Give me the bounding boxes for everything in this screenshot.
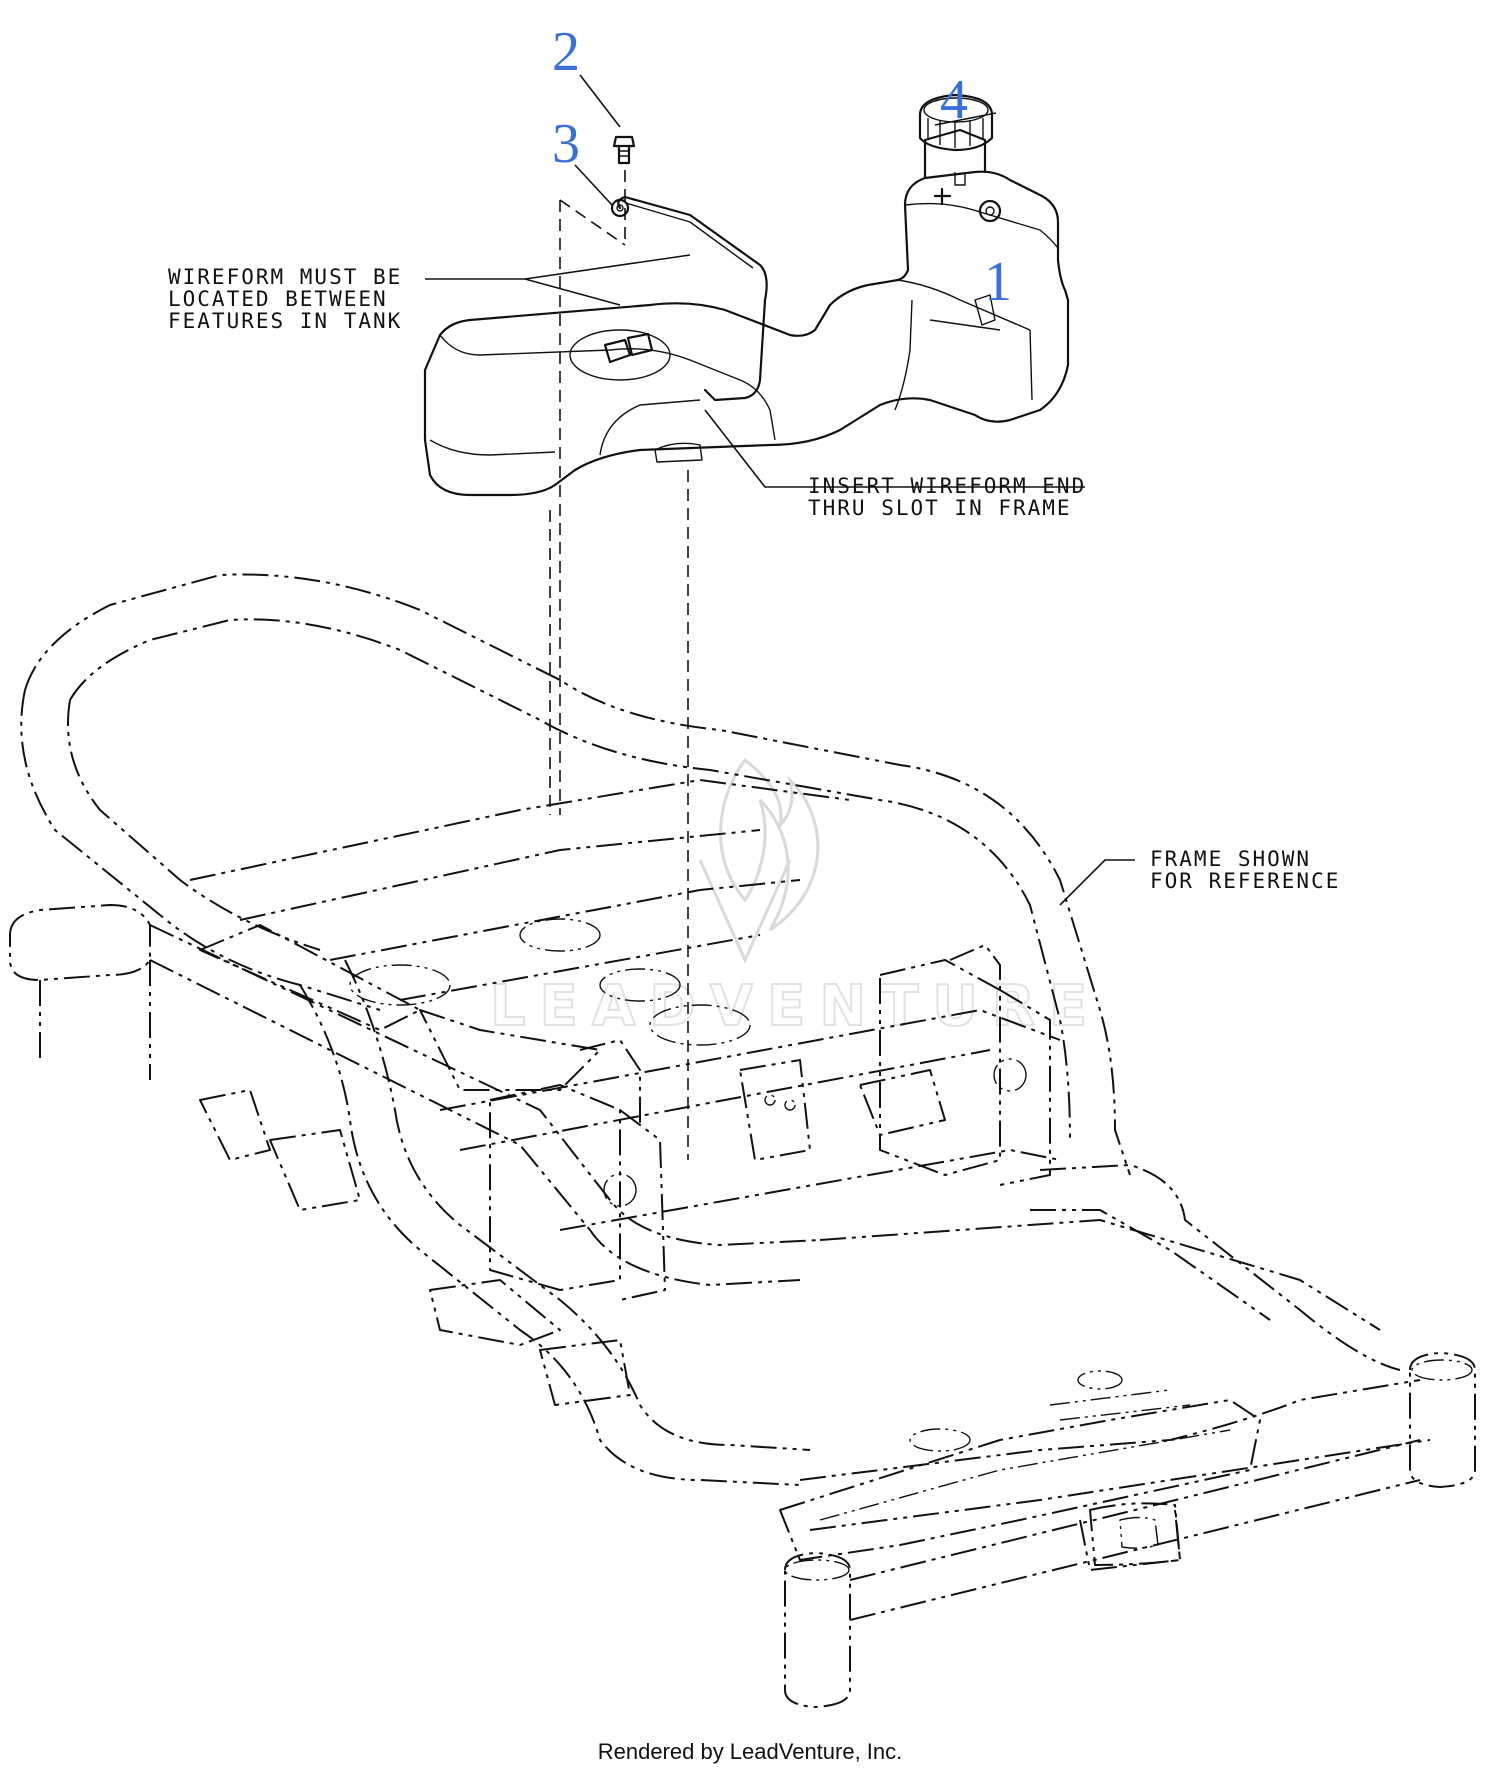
callout-2: 2 [552, 21, 580, 83]
note-wireform-line-2: LOCATED BETWEEN [168, 287, 388, 311]
callout-1: 1 [984, 251, 1012, 313]
screw [612, 135, 636, 165]
callout-3: 3 [552, 113, 580, 175]
watermark-text: LEADVENTURE [490, 974, 1101, 1039]
note-wireform-line-1: WIREFORM MUST BE [168, 265, 402, 289]
footer-credit: Rendered by LeadVenture, Inc. [598, 1739, 903, 1764]
note-insert-line-1: INSERT WIREFORM END [808, 474, 1086, 498]
assembly-guide-lines [549, 170, 689, 1160]
mower-frame [9, 573, 1476, 1708]
note-frame-line-2: FOR REFERENCE [1150, 869, 1340, 893]
callout-4: 4 [940, 69, 968, 131]
note-wireform-line-3: FEATURES IN TANK [168, 309, 402, 333]
wireform [610, 195, 768, 402]
note-wireform-located: WIREFORM MUST BE LOCATED BETWEEN FEATURE… [168, 265, 402, 333]
note-insert-wireform: INSERT WIREFORM END THRU SLOT IN FRAME [808, 474, 1086, 520]
fuel-tank [423, 93, 1070, 497]
note-frame-reference: FRAME SHOWN FOR REFERENCE [1150, 847, 1340, 893]
leader-lines [425, 74, 1135, 906]
leadventure-watermark-logo: LEADVENTURE [489, 757, 1101, 1040]
note-insert-line-2: THRU SLOT IN FRAME [808, 496, 1072, 520]
note-frame-line-1: FRAME SHOWN [1150, 847, 1311, 871]
